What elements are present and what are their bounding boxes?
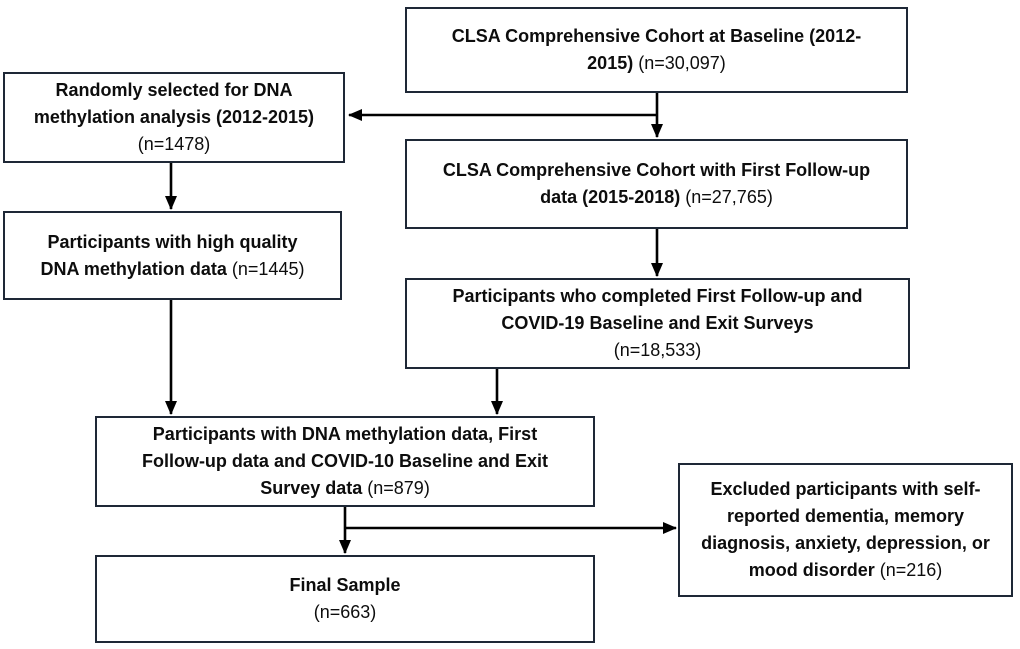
node-dna-methylation-selected: Randomly selected for DNA methylation an…	[3, 72, 345, 163]
node-label: Participants who completed First Follow-…	[452, 286, 863, 333]
node-label: Participants with DNA methylation data, …	[141, 424, 549, 498]
node-n-count: (n=1478)	[137, 134, 211, 154]
node-n-count: (n=27,765)	[685, 187, 773, 207]
node-first-followup-cohort: CLSA Comprehensive Cohort with First Fol…	[405, 139, 908, 229]
node-high-quality-dnam: Participants with high quality DNA methy…	[3, 211, 342, 300]
node-n-count: (n=30,097)	[638, 53, 726, 73]
node-completed-surveys: Participants who completed First Follow-…	[405, 278, 910, 369]
node-n-count: (n=18,533)	[613, 340, 702, 360]
node-excluded-participants: Excluded participants with self-reported…	[678, 463, 1013, 597]
node-label: CLSA Comprehensive Cohort at Baseline (2…	[451, 26, 862, 73]
node-label: Randomly selected for DNA methylation an…	[33, 80, 315, 127]
node-label: CLSA Comprehensive Cohort with First Fol…	[442, 160, 871, 207]
node-label: Final Sample	[289, 575, 401, 595]
node-label: Excluded participants with self-reported…	[701, 479, 990, 580]
node-combined-data: Participants with DNA methylation data, …	[95, 416, 595, 507]
node-baseline-cohort: CLSA Comprehensive Cohort at Baseline (2…	[405, 7, 908, 93]
node-final-sample: Final Sample (n=663)	[95, 555, 595, 643]
node-n-count: (n=879)	[367, 478, 430, 498]
node-n-count: (n=663)	[313, 602, 377, 622]
node-label: Participants with high quality DNA methy…	[40, 231, 298, 279]
node-n-count: (n=216)	[879, 560, 943, 580]
node-n-count: (n=1445)	[231, 258, 305, 279]
